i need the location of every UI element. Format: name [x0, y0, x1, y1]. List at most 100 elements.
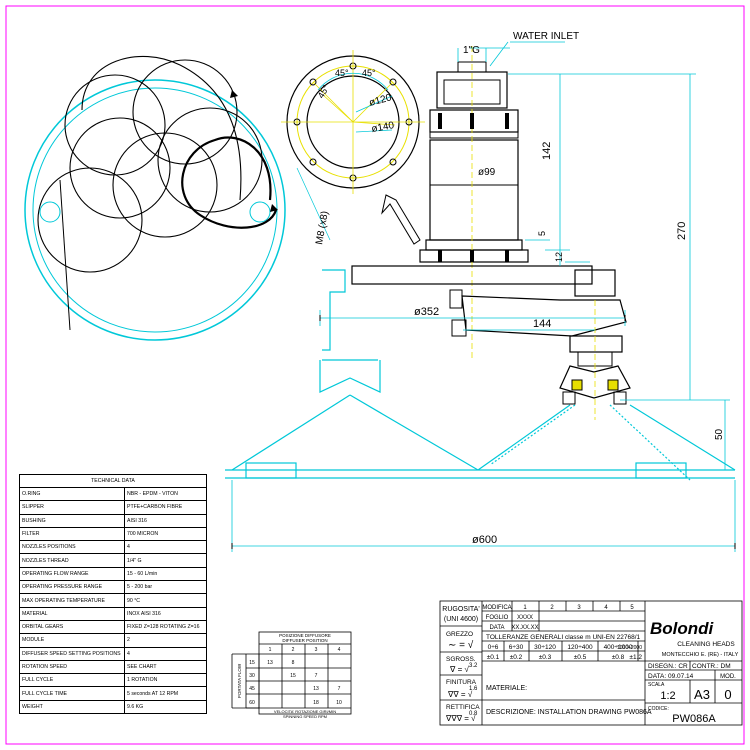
technical-data-key: O.RING	[19, 486, 125, 502]
tb-tol-value: ±0.8	[612, 654, 625, 661]
technical-data-key: ROTATION SPEED	[19, 659, 125, 675]
technical-data-value: 4	[124, 646, 207, 661]
tb-scala-val: 1:2	[660, 690, 675, 702]
technical-data-key: NOZZLES POSITIONS	[19, 540, 125, 555]
technical-data-value: 15 - 60 L/min	[124, 566, 207, 582]
label-d99: ø99	[478, 167, 496, 178]
tb-contr: CONTR.: DM	[692, 663, 731, 670]
technical-data-key: ORBITAL GEARS	[19, 619, 125, 635]
label-water-inlet: WATER INLET	[513, 31, 579, 42]
chart-col: 2	[292, 647, 295, 653]
label-thread-1g: 1"G	[463, 45, 480, 56]
chart-cell: 10	[336, 700, 342, 706]
tb-rettifica: RETTIFICA	[446, 704, 480, 711]
tank-outline	[225, 269, 736, 481]
label-dim-142: 142	[541, 142, 553, 160]
tb-mod-col: 1	[523, 605, 527, 611]
tb-descrizione: DESCRIZIONE: INSTALLATION DRAWING PW086A	[486, 709, 652, 716]
chart-col: 3	[315, 647, 318, 653]
chart-cell: 13	[313, 686, 319, 692]
chart-cell: 13	[267, 660, 273, 666]
technical-data-value: 700 MICRON	[124, 526, 207, 542]
tb-disegn: DISEGN.: CR	[648, 663, 688, 670]
sheet-frame	[5, 5, 745, 745]
label-m8: M8 (x8)	[314, 210, 331, 245]
chart-cell: 7	[315, 673, 318, 679]
tb-mod-col: 5	[630, 605, 634, 611]
tb-mod-col: 3	[577, 605, 581, 611]
technical-data-key: NOZZLES THREAD	[19, 553, 125, 568]
technical-data-value: NBR - EPDM - VITON	[124, 486, 207, 502]
tb-tol-value: ±0.2	[510, 654, 523, 661]
arrow-icon	[381, 194, 421, 245]
dimension-ticks	[231, 315, 736, 549]
orbital-pattern	[24, 55, 286, 341]
label-dim-144: 144	[533, 318, 551, 330]
tb-scala: SCALA	[648, 682, 665, 688]
tb-finitura: FINITURA	[446, 679, 477, 686]
label-d120: ø120	[368, 92, 393, 109]
tb-sgross-symbol: ∇ = √	[449, 665, 469, 674]
speed-chart	[231, 631, 352, 715]
flange-view: 45° 45° 45° ø120 ø140 M8 (x8)	[281, 50, 425, 246]
technical-data-key: BUSHING	[19, 513, 125, 528]
technical-data-value: 9.6 KG	[124, 699, 207, 715]
technical-data-value: PTFE+CARBON FIBRE	[124, 500, 207, 515]
tb-rettifica-symbol: ∇∇∇ = √	[445, 714, 476, 723]
tb-data-full: DATA: 09.07.14	[648, 673, 694, 680]
tb-mod: MOD.	[720, 674, 736, 680]
technical-data-value: SEE CHART	[124, 659, 207, 675]
technical-data-value: AISI 316	[124, 513, 207, 528]
tb-sgross-val: 3.2	[469, 663, 478, 669]
chart-col: 4	[338, 647, 341, 653]
technical-data-key: DIFFUSER SPEED SETTING POSITIONS	[19, 646, 125, 661]
tb-foglio: FOGLIO	[486, 615, 509, 621]
chart-cell: 15	[290, 673, 296, 679]
label-dim-12: 12	[554, 252, 564, 262]
dimension-lines	[231, 41, 736, 552]
label-d600: ø600	[472, 534, 497, 546]
label-dim-270: 270	[676, 222, 688, 240]
chart-col: 1	[269, 647, 272, 653]
tb-tolleranze: TOLLERANZE GENERALI classe m UNI-EN 2276…	[486, 634, 641, 641]
title-block-text: RUGOSITA' (UNI 4600) GREZZO ∼ = √ SGROSS…	[442, 605, 738, 725]
tb-data-val: XX.XX.XX	[511, 625, 538, 631]
chart-header-it: POSIZIONE DIFFUSORE	[279, 633, 331, 638]
chart-footer-it: VELOCITA' ROTAZIONE GIRI/MIN	[274, 709, 336, 714]
technical-data-value: 5 seconds AT 12 RPM	[124, 686, 207, 701]
title-block	[439, 600, 743, 726]
technical-data-value: 2	[124, 633, 207, 648]
technical-data-key: WEIGHT	[19, 699, 125, 715]
tb-rettifica-val: 0.8	[469, 711, 478, 717]
technical-data-key: OPERATING PRESSURE RANGE	[19, 580, 125, 595]
tb-tol-range: 120÷400	[567, 644, 593, 651]
tb-data: DATA	[489, 625, 504, 631]
technical-data-value: 90 °C	[124, 593, 207, 608]
technical-data-value: 1 ROTATION	[124, 673, 207, 688]
technical-data-key: MAX OPERATING TEMPERATURE	[19, 593, 125, 608]
label-angle-1: 45°	[335, 68, 349, 78]
tb-codice: CODICE:	[648, 706, 669, 712]
tb-formato: A3	[694, 687, 710, 702]
tb-mod-col: 4	[604, 605, 608, 611]
tb-grezzo: GREZZO	[446, 631, 473, 638]
chart-footer-en: SPINNING SPEED RPM	[283, 714, 327, 719]
chart-flow: 45	[249, 686, 255, 692]
technical-data-key: MATERIAL	[19, 606, 125, 621]
tb-uni: (UNI 4600)	[444, 616, 478, 623]
technical-data-header: TECHNICAL DATA	[19, 474, 207, 488]
label-angle-2: 45°	[362, 68, 376, 78]
tb-tol-value: ±0.5	[574, 654, 587, 661]
